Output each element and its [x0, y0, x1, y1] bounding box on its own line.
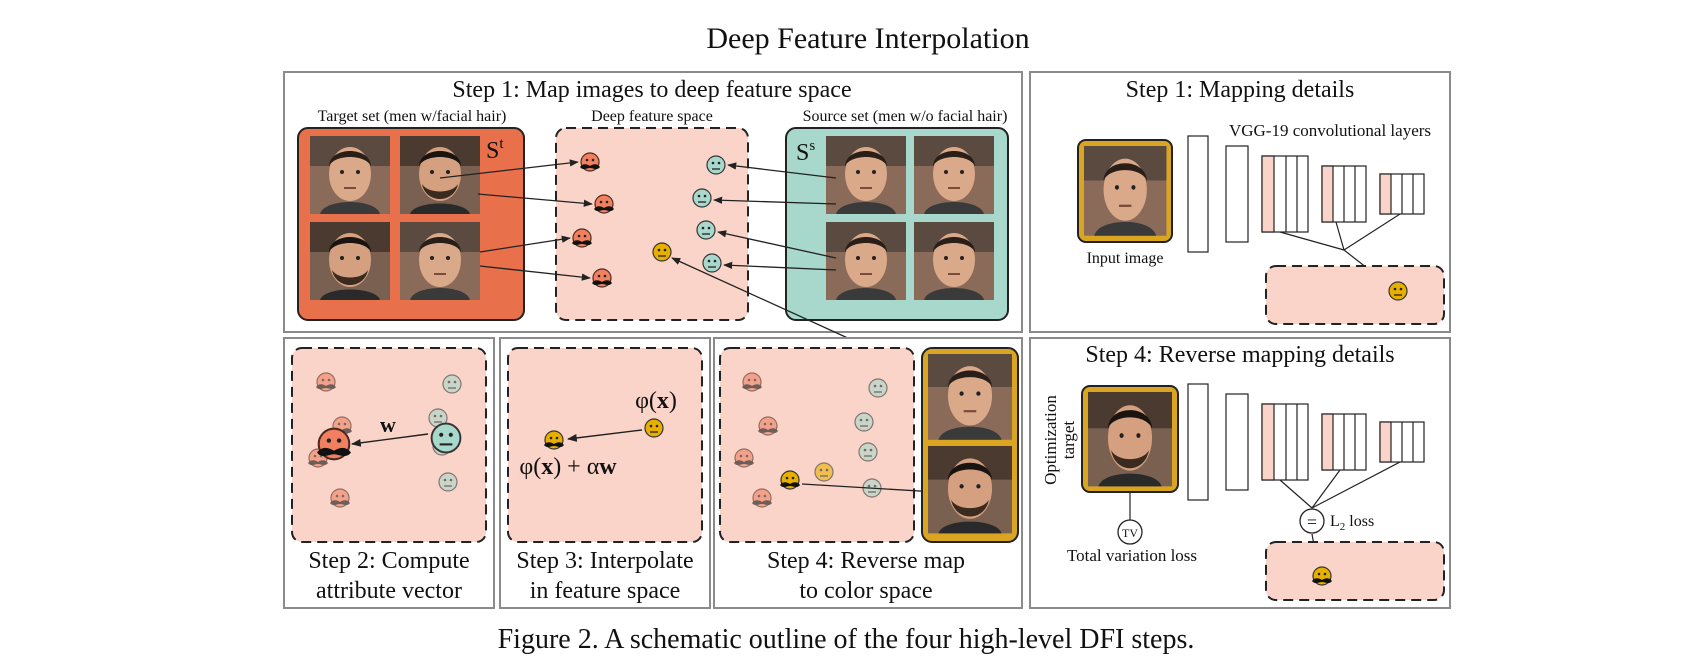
- interpolation-arrow: [567, 429, 643, 442]
- neutral-face-emoji-icon: [854, 412, 874, 432]
- phi-x-aw-label: φ(x) + αw: [519, 454, 617, 480]
- mustache-emoji-icon: [591, 268, 613, 288]
- neutral-face-emoji-icon: [442, 374, 462, 394]
- neutral-face-emoji-icon: [438, 472, 458, 492]
- mustache-emoji-icon: [315, 427, 353, 461]
- mustache-emoji-icon: [733, 448, 755, 468]
- vgg-layers-reverse: [1187, 383, 1425, 501]
- optimization-target-label-2: target: [1059, 421, 1078, 460]
- target-set-box: St: [297, 127, 525, 321]
- optimization-target-label-1: Optimization: [1041, 395, 1060, 485]
- mustache-emoji-icon: [741, 372, 763, 392]
- neutral-face-emoji-icon: [706, 155, 726, 175]
- vgg-label: VGG-19 convolutional layers: [1229, 121, 1431, 140]
- mustache-emoji-icon: [751, 488, 773, 508]
- face-photo-icon: [926, 352, 1014, 441]
- mustache-emoji-icon: [543, 430, 565, 450]
- face-photo-icon: [825, 135, 907, 215]
- neutral-face-emoji-icon: [868, 378, 888, 398]
- mapping-feature-box: [1265, 265, 1445, 325]
- panel-mapping-details: Step 1: Mapping details VGG-19 convoluti…: [1029, 71, 1451, 333]
- l2-loss-label: L2 loss: [1330, 513, 1374, 533]
- step3-caption-2: in feature space: [530, 578, 681, 604]
- panel-step4: Step 4: Reverse map to color space: [713, 337, 1023, 609]
- step2-caption-2: attribute vector: [316, 578, 462, 604]
- feature-space-label: Deep feature space: [591, 108, 713, 125]
- tv-symbol: TV: [1122, 526, 1138, 540]
- panel-step1: Step 1: Map images to deep feature space…: [283, 71, 1023, 381]
- neutral-face-emoji-icon: [692, 188, 712, 208]
- face-photo-icon: [309, 135, 391, 215]
- mustache-emoji-icon: [593, 194, 615, 214]
- reverse-map-arrow: [801, 483, 937, 496]
- attribute-vector-arrow: [351, 433, 429, 447]
- panel-step2: w Step 2: Compute attribute vector: [283, 337, 495, 609]
- mustache-emoji-icon: [1311, 566, 1333, 586]
- phi-x-label: φ(x): [635, 388, 677, 414]
- mustache-emoji-icon: [315, 372, 337, 392]
- panel-step3: φ(x) φ(x) + αw Step 3: Interpolate in fe…: [499, 337, 711, 609]
- face-photo-icon: [399, 221, 481, 301]
- face-photo-icon: [825, 221, 907, 301]
- face-photo-icon: [928, 446, 1012, 534]
- target-set-symbol: St: [486, 136, 504, 164]
- face-photo-icon: [310, 222, 390, 300]
- target-set-label: Target set (men w/facial hair): [318, 108, 507, 125]
- step4-caption-2: to color space: [799, 578, 932, 604]
- source-set-box: Ss: [785, 127, 1009, 321]
- neutral-face-emoji-icon: [858, 442, 878, 462]
- panel-reverse-details: Step 4: Reverse mapping details Optimiza…: [1029, 337, 1451, 609]
- mapping-title: Step 1: Mapping details: [1126, 77, 1355, 103]
- l2-loss-node: [1299, 508, 1325, 534]
- neutral-face-emoji-icon: [430, 422, 462, 454]
- face-photo-icon: [1082, 144, 1168, 237]
- source-set-label: Source set (men w/o facial hair): [803, 108, 1008, 125]
- step2-caption-1: Step 2: Compute: [308, 548, 469, 574]
- figure-title: Deep Feature Interpolation: [706, 22, 1029, 55]
- reverse-title: Step 4: Reverse mapping details: [1085, 342, 1394, 368]
- mustache-emoji-icon: [779, 470, 801, 490]
- mustache-emoji-icon: [571, 228, 593, 248]
- face-photo-icon: [913, 221, 995, 301]
- figure-caption: Figure 2. A schematic outline of the fou…: [498, 624, 1195, 655]
- mustache-emoji-icon: [757, 416, 779, 436]
- source-set-symbol: Ss: [796, 138, 815, 166]
- mustache-emoji-icon: [579, 152, 601, 172]
- step1-title: Step 1: Map images to deep feature space: [452, 77, 851, 103]
- eq-symbol: =: [1307, 512, 1317, 532]
- tv-loss-node: [1117, 519, 1143, 545]
- vgg-layers: [1187, 135, 1425, 253]
- mustache-emoji-icon: [329, 488, 351, 508]
- step4-caption-1: Step 4: Reverse map: [767, 548, 965, 574]
- query-face-emoji-icon: [814, 462, 834, 482]
- input-image-label: Input image: [1087, 250, 1164, 267]
- query-face-emoji-icon: [652, 242, 672, 262]
- reverse-feature-box: [1265, 541, 1445, 601]
- query-face-emoji-icon: [644, 418, 664, 438]
- neutral-face-emoji-icon: [696, 220, 716, 240]
- face-photo-icon: [1088, 392, 1172, 487]
- neutral-face-emoji-icon: [702, 253, 722, 273]
- query-face-emoji-icon: [1388, 281, 1408, 301]
- face-photo-icon: [913, 135, 995, 215]
- w-label: w: [380, 412, 396, 437]
- feature-space-box: [555, 127, 749, 321]
- step3-caption-1: Step 3: Interpolate: [516, 548, 693, 574]
- tv-loss-label: Total variation loss: [1067, 546, 1197, 565]
